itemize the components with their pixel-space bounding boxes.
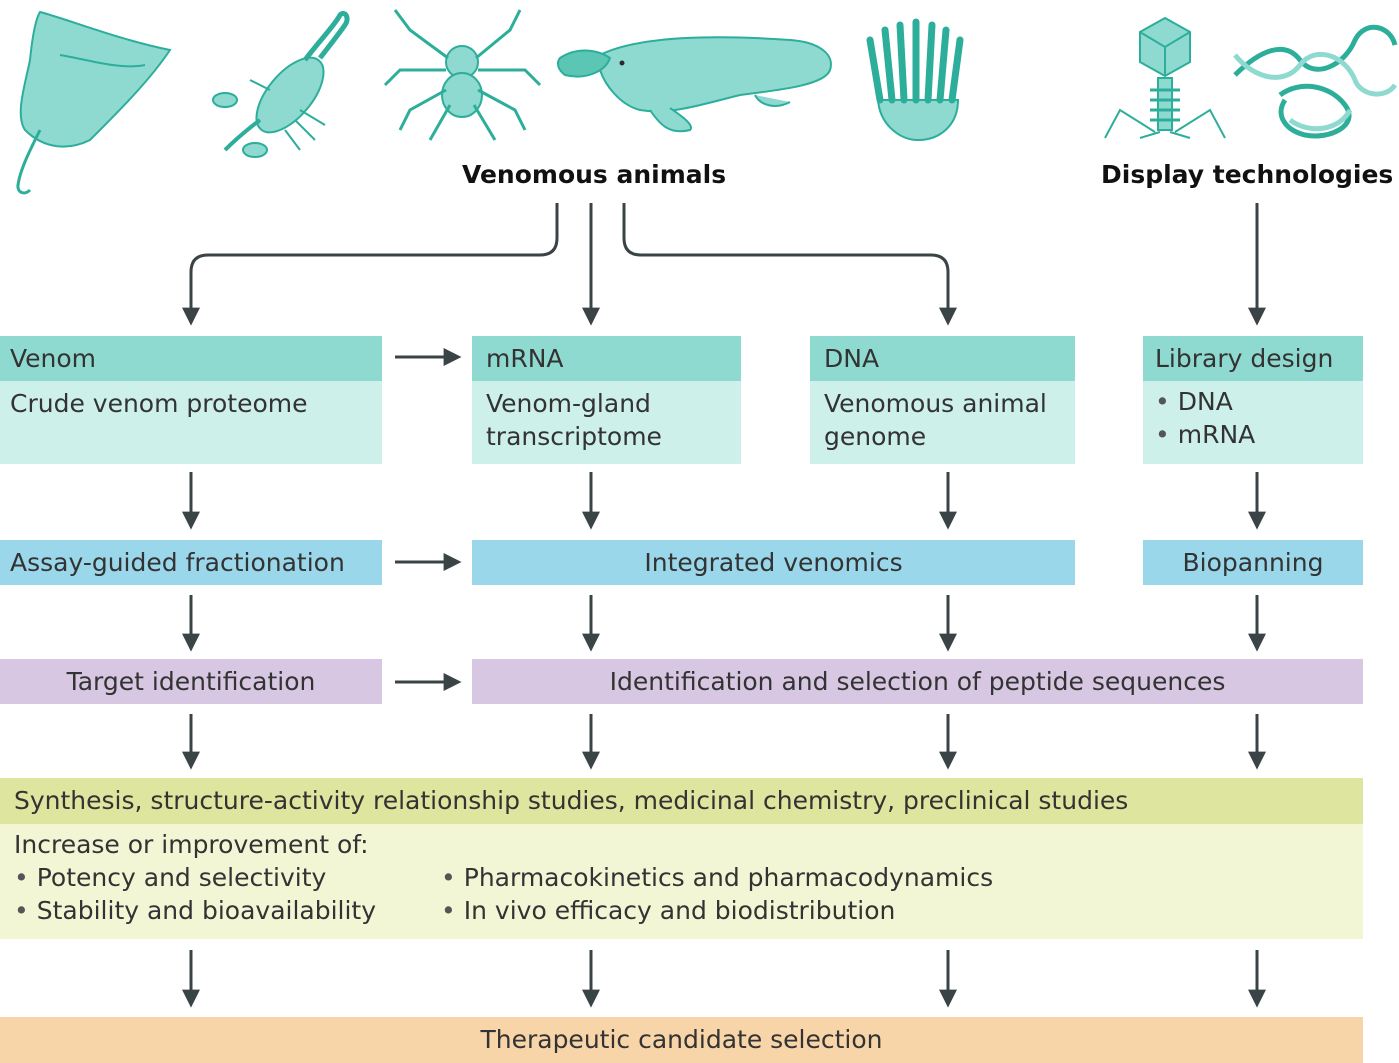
target-identification-label: Target identification [66, 667, 316, 696]
spider-icon [383, 9, 542, 141]
improvement-columns: Potency and selectivity Stability and bi… [14, 861, 1349, 927]
peptide-selection-label: Identification and selection of peptide … [609, 667, 1226, 696]
dna-body-line1: Venomous animal [824, 389, 1047, 418]
improvement-item: Potency and selectivity [14, 861, 441, 894]
improvement-item: In vivo efficacy and biodistribution [441, 894, 993, 927]
dna-helix-icon [1233, 24, 1398, 139]
improvement-col2: Pharmacokinetics and pharmacodynamics In… [441, 861, 993, 927]
biopanning-box: Biopanning [1143, 540, 1363, 585]
dna-body-line2: genome [824, 422, 927, 451]
mrna-box-body: Venom-gland transcriptome [472, 381, 741, 464]
integrated-venomics-box: Integrated venomics [472, 540, 1075, 585]
mrna-body-line1: Venom-gland [486, 389, 651, 418]
synthesis-box-body: Increase or improvement of: Potency and … [0, 824, 1363, 939]
assay-fractionation-box: Assay-guided fractionation [0, 540, 382, 585]
target-identification-box: Target identification [0, 659, 382, 704]
improvement-item: Stability and bioavailability [14, 894, 441, 927]
assay-fractionation-label: Assay-guided fractionation [10, 548, 345, 577]
stingray-icon [16, 10, 172, 195]
dna-box-body: Venomous animal genome [810, 381, 1075, 464]
mrna-title: mRNA [486, 344, 564, 373]
library-box-header: Library design [1143, 336, 1363, 381]
biopanning-label: Biopanning [1182, 548, 1324, 577]
library-item-mrna: mRNA [1155, 418, 1351, 451]
peptide-selection-box: Identification and selection of peptide … [472, 659, 1363, 704]
therapeutic-candidate-box: Therapeutic candidate selection [0, 1017, 1363, 1063]
venom-title: Venom [10, 344, 97, 373]
synthesis-box-header: Synthesis, structure-activity relationsh… [0, 778, 1363, 824]
integrated-venomics-label: Integrated venomics [644, 548, 903, 577]
dna-box-header: DNA [810, 336, 1075, 381]
venomous-animals-heading: Venomous animals [462, 160, 727, 189]
library-title: Library design [1155, 344, 1334, 373]
synthesis-title: Synthesis, structure-activity relationsh… [14, 786, 1129, 815]
scorpion-icon [212, 10, 350, 158]
improvement-col1: Potency and selectivity Stability and bi… [14, 861, 441, 927]
therapeutic-candidate-label: Therapeutic candidate selection [480, 1025, 883, 1054]
venom-body: Crude venom proteome [10, 389, 308, 418]
platypus-icon [556, 36, 832, 133]
mrna-box-header: mRNA [472, 336, 741, 381]
mrna-body-line2: transcriptome [486, 422, 662, 451]
library-items: DNA mRNA [1155, 385, 1351, 451]
dna-title: DNA [824, 344, 880, 373]
display-technologies-heading: Display technologies [1101, 160, 1394, 189]
sea-anemone-icon [866, 18, 964, 142]
improvement-item: Pharmacokinetics and pharmacodynamics [441, 861, 993, 894]
venom-box-body: Crude venom proteome [0, 381, 382, 464]
bacteriophage-icon [1104, 16, 1226, 139]
venom-box-header: Venom [0, 336, 382, 381]
library-box-body: DNA mRNA [1143, 381, 1363, 464]
library-item-dna: DNA [1155, 385, 1351, 418]
improvement-intro: Increase or improvement of: [14, 830, 369, 859]
